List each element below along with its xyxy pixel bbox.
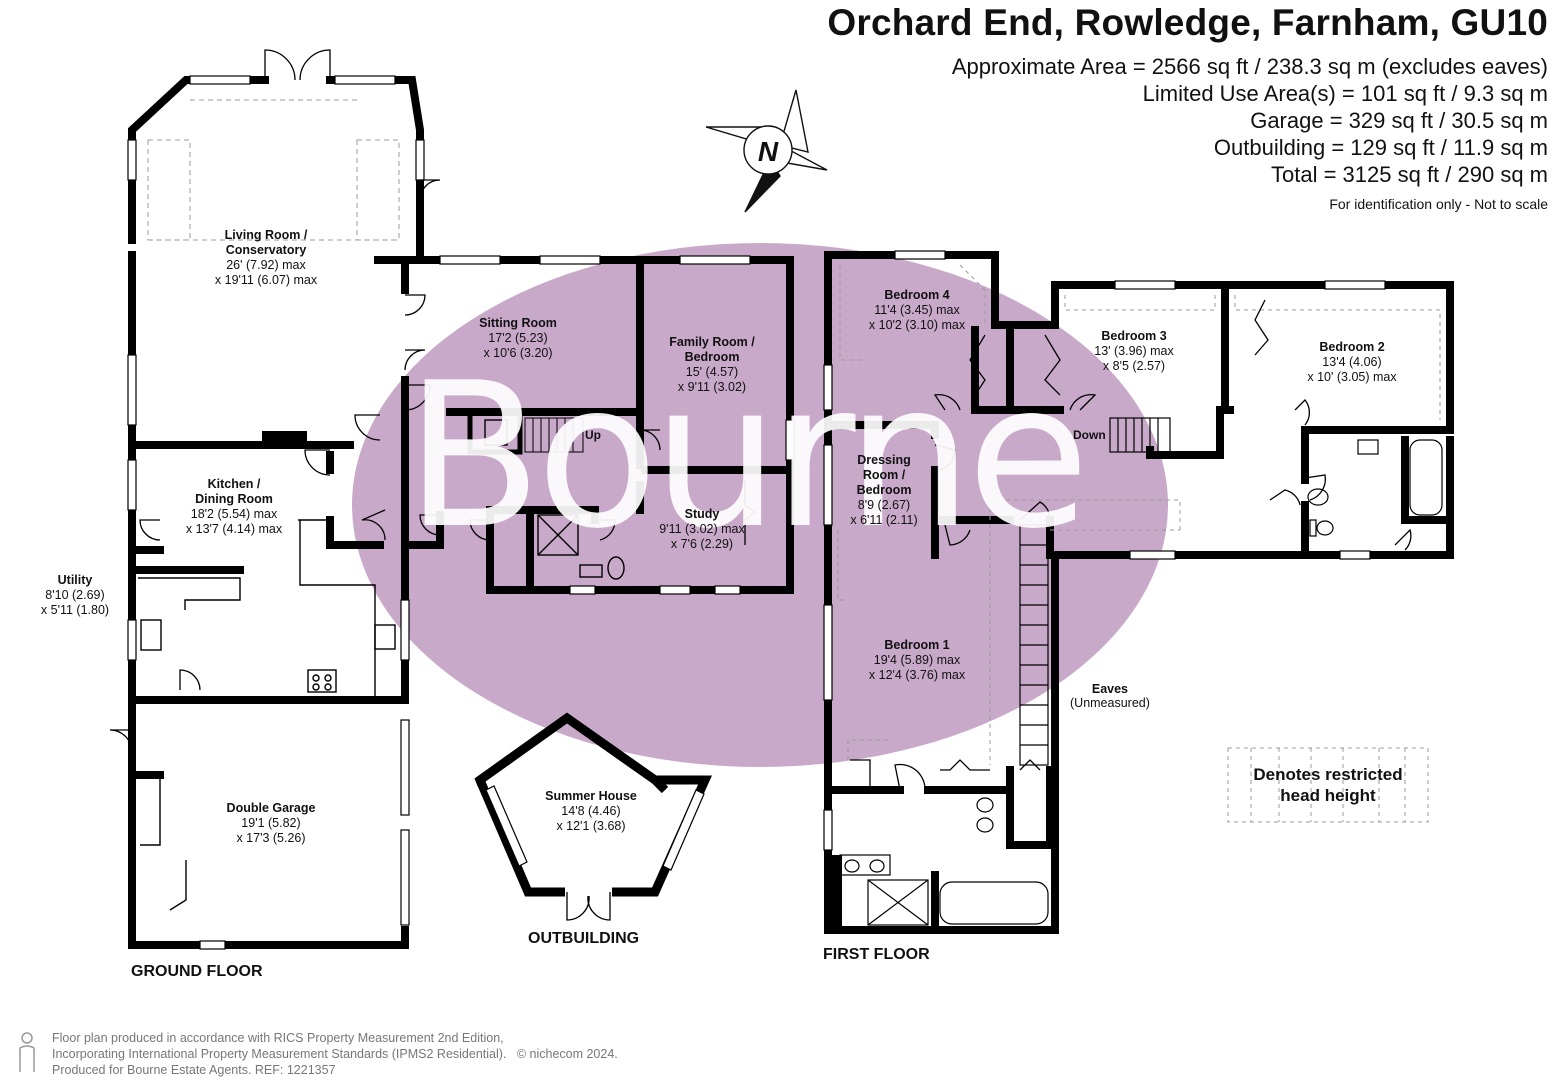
restricted-head-height-legend: Denotes restricted head height	[1228, 748, 1428, 822]
footer-line-3: Produced for Bourne Estate Agents. REF: …	[52, 1063, 336, 1077]
area-line-limited-use: Limited Use Area(s) = 101 sq ft / 9.3 sq…	[1142, 81, 1548, 106]
area-line-total: Total = 3125 sq ft / 290 sq m	[1271, 162, 1548, 187]
footer-line-1: Floor plan produced in accordance with R…	[52, 1031, 504, 1045]
ground-floor-windows	[127, 75, 795, 950]
outbuilding-windows	[485, 785, 705, 871]
room-label-family-room: Family Room / Bedroom 15' (4.57) x 9'11 …	[669, 335, 755, 394]
outbuilding-doors	[566, 892, 611, 921]
kitchen-units	[138, 419, 625, 911]
room-label-living-room: Living Room / Conservatory 26' (7.92) ma…	[214, 228, 318, 287]
room-label-bedroom-1: Bedroom 1 19'4 (5.89) max x 12'4 (3.76) …	[868, 638, 966, 682]
conservatory-roof-lines	[147, 99, 400, 241]
first-floor-doors	[850, 299, 1412, 791]
watermark-text: Bourne	[405, 340, 1090, 573]
ground-floor-doors	[109, 49, 757, 753]
person-icon	[19, 1032, 35, 1072]
room-label-kitchen: Kitchen / Dining Room 18'2 (5.54) max x …	[185, 477, 283, 536]
room-label-sitting-room: Sitting Room 17'2 (5.23) x 10'6 (3.20)	[479, 316, 557, 360]
outbuilding-label: OUTBUILDING	[528, 930, 640, 947]
watermark-ellipse	[352, 243, 1168, 767]
first-floor-label: FIRST FLOOR	[823, 946, 930, 963]
room-label-dressing-room: Dressing Room / Bedroom 8'9 (2.67) x 6'1…	[850, 453, 918, 527]
area-line-garage: Garage = 329 sq ft / 30.5 sq m	[1250, 108, 1548, 133]
stairs-down-label: Down	[1073, 428, 1106, 442]
compass-label: N	[758, 136, 779, 167]
room-label-bedroom-4: Bedroom 4 11'4 (3.45) max x 10'2 (3.10) …	[868, 288, 966, 332]
room-label-study: Study 9'11 (3.02) max x 7'6 (2.29)	[659, 507, 745, 551]
area-line-approximate: Approximate Area = 2566 sq ft / 238.3 sq…	[951, 54, 1548, 79]
compass-icon	[705, 89, 828, 213]
room-label-bedroom-3: Bedroom 3 13' (3.96) max x 8'5 (2.57)	[1094, 329, 1174, 373]
room-label-garage: Double Garage 19'1 (5.82) x 17'3 (5.26)	[226, 801, 316, 845]
kitchen-chimney	[262, 431, 307, 445]
ground-floor-label: GROUND FLOOR	[131, 963, 263, 980]
footer-copyright: © nichecom 2024.	[516, 1047, 618, 1061]
ground-stairs	[524, 417, 584, 453]
room-label-bedroom-2: Bedroom 2 13'4 (4.06) x 10' (3.05) max	[1307, 340, 1397, 384]
area-line-outbuilding: Outbuilding = 129 sq ft / 11.9 sq m	[1213, 135, 1548, 160]
stairs-up-label: Up	[585, 428, 601, 442]
first-floor-chimney	[824, 855, 842, 930]
legend-line-1: Denotes restricted	[1253, 765, 1403, 784]
room-label-summer-house: Summer House 14'8 (4.46) x 12'1 (3.68)	[545, 789, 637, 833]
eaves-label: Eaves (Unmeasured)	[1070, 682, 1150, 710]
first-floor-windows	[823, 250, 1386, 851]
property-title: Orchard End, Rowledge, Farnham, GU10	[827, 2, 1548, 43]
footer-note: Floor plan produced in accordance with R…	[52, 1030, 618, 1078]
disclaimer: For identification only - Not to scale	[1329, 196, 1548, 212]
restricted-height-lines	[837, 264, 1441, 823]
footer-line-2: Incorporating International Property Mea…	[52, 1047, 618, 1061]
legend-line-2: head height	[1280, 786, 1376, 805]
room-label-utility: Utility 8'10 (2.69) x 5'11 (1.80)	[40, 573, 110, 617]
first-floor-fittings	[839, 417, 1443, 926]
